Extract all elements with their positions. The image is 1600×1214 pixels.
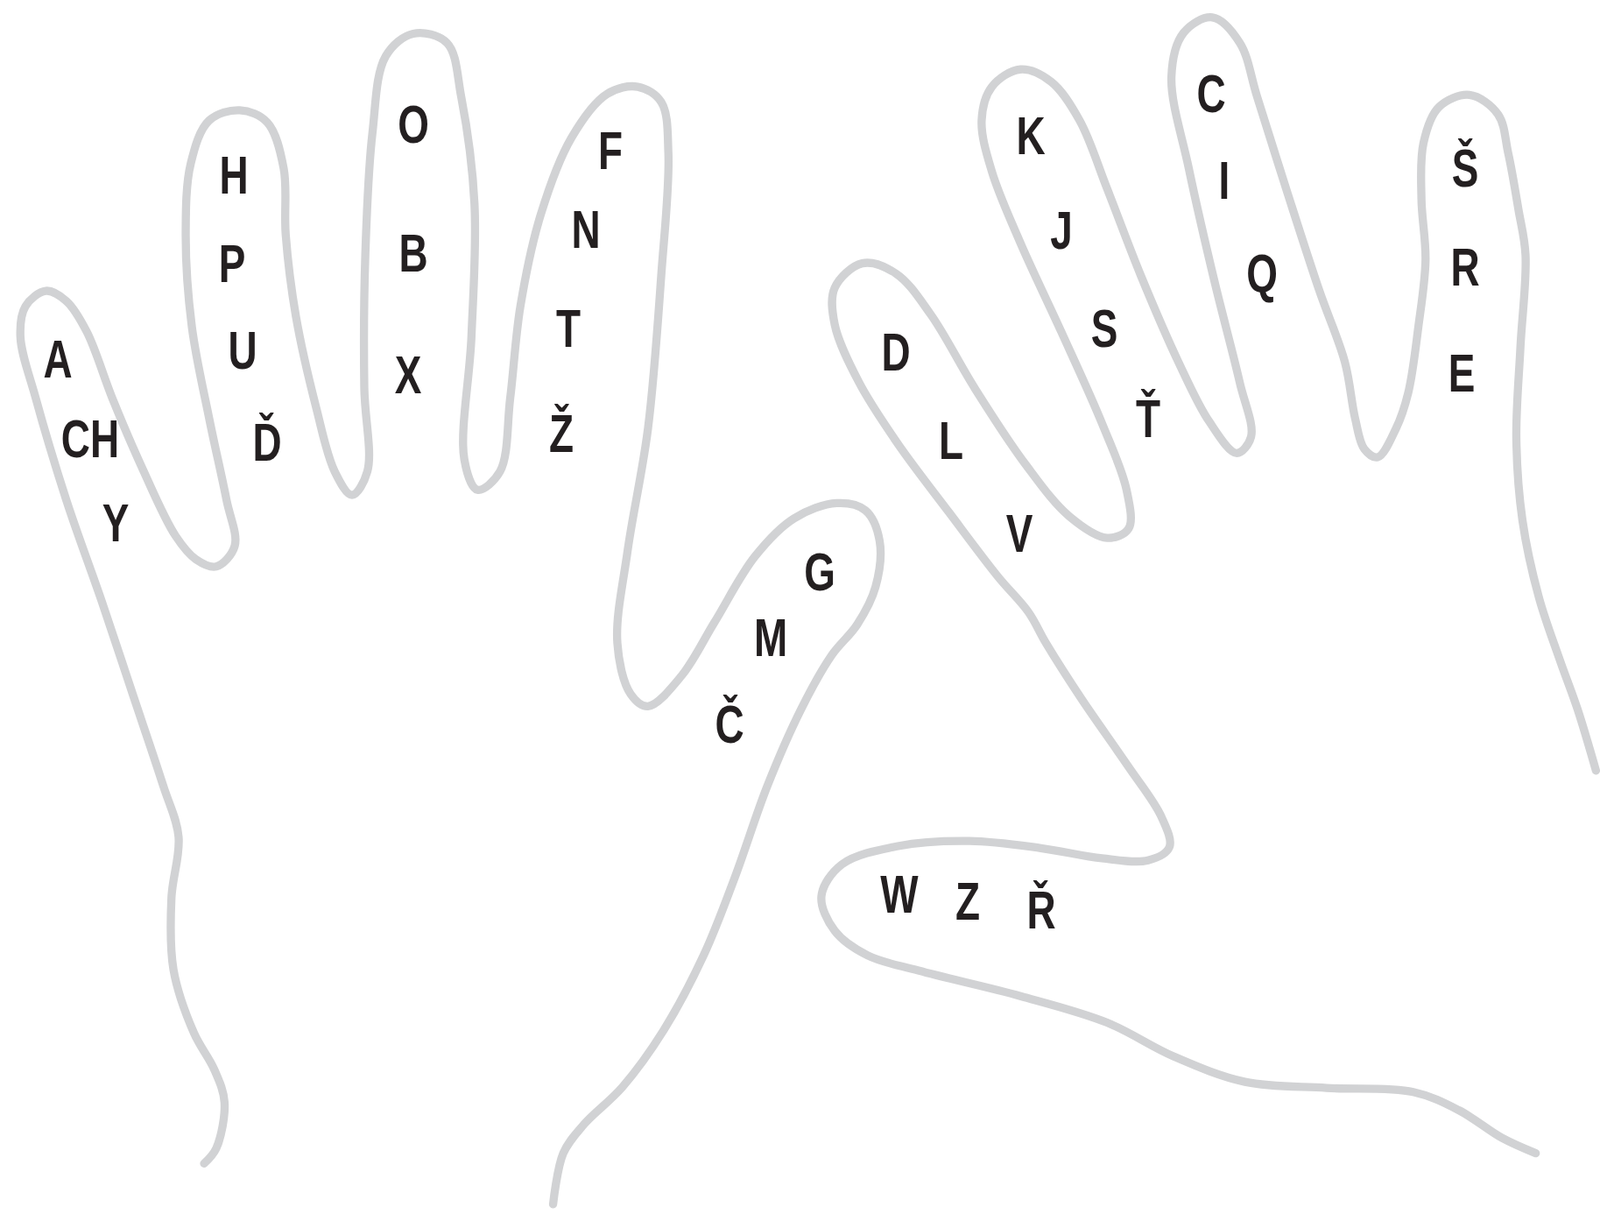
letter-label: O (397, 97, 430, 152)
letter-label: V (1006, 506, 1034, 561)
letter-label: Š (1451, 140, 1480, 196)
letter-label: Y (101, 495, 129, 550)
letter-label: J (1050, 203, 1073, 258)
letter-label: G (803, 544, 836, 600)
letter-label: N (570, 202, 600, 257)
letter-label: R (1451, 239, 1481, 295)
letter-label: E (1447, 345, 1475, 401)
letter-label: D (881, 324, 910, 380)
letter-label: L (938, 413, 964, 468)
letter-label: P (218, 236, 246, 291)
letter-label: M (754, 610, 788, 665)
letter-label: Z (955, 874, 980, 929)
letter-label: CH (60, 411, 119, 466)
letter-label: Ř (1026, 882, 1056, 938)
letter-label: U (228, 323, 258, 378)
letter-label: Ď (253, 415, 282, 470)
letter-label: Ť (1135, 391, 1161, 446)
letter-label: S (1090, 301, 1118, 356)
letter-label: H (218, 148, 248, 203)
letter-label: Q (1246, 246, 1278, 301)
letter-label: Ž (549, 406, 574, 461)
letter-label: C (1197, 66, 1227, 121)
letter-label: W (880, 866, 918, 922)
letter-label: Č (715, 697, 745, 752)
letter-label: A (43, 331, 73, 387)
letter-label: X (394, 347, 423, 402)
left-hand-outline (20, 33, 881, 1205)
letter-label: I (1219, 153, 1231, 208)
letter-label: B (398, 225, 428, 281)
letter-label: T (556, 301, 581, 356)
right-hand-outline (821, 17, 1597, 1154)
letter-label: K (1015, 108, 1045, 163)
letter-label: F (598, 123, 623, 178)
